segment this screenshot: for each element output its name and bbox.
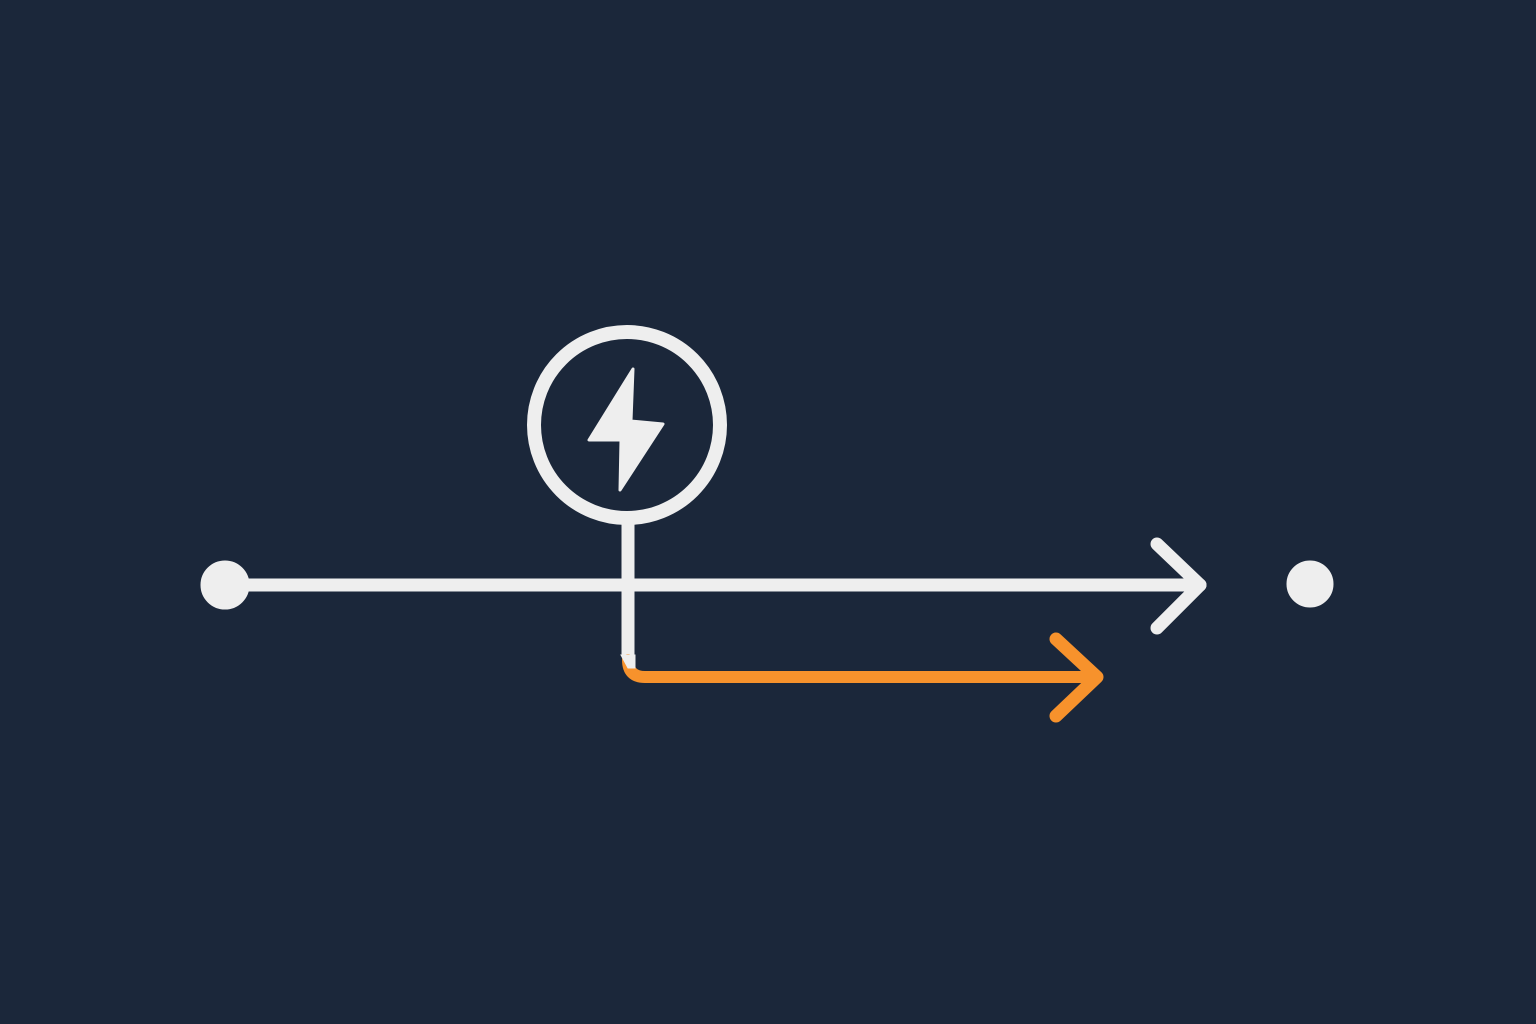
end-node-dot (1286, 560, 1334, 608)
trigger-node-circle (527, 325, 727, 525)
main-arrowhead (1150, 537, 1207, 635)
start-node-dot (200, 560, 250, 610)
trigger-node-corner (620, 654, 636, 669)
lightning-bolt-icon (587, 367, 665, 492)
branch-arrowhead (1049, 632, 1104, 723)
